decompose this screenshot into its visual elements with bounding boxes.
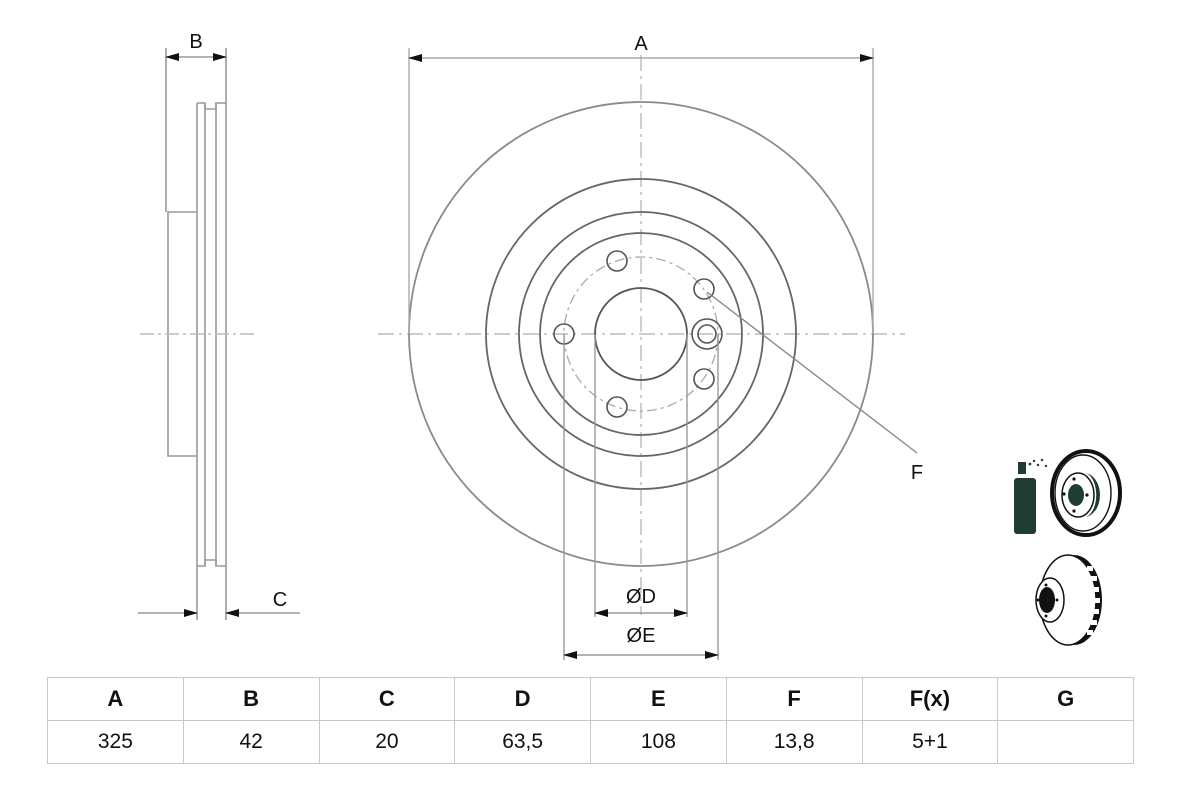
side-view: [140, 48, 255, 620]
value-e: 108: [590, 720, 727, 764]
value-fx: 5+1: [861, 720, 999, 764]
cleaning-spray-disc-icon: [1014, 449, 1122, 537]
bolt-hole: [693, 368, 715, 390]
header-d: D: [454, 677, 591, 721]
front-view: [378, 48, 918, 660]
value-d: 63,5: [454, 720, 591, 764]
vented-disc-icon: [1035, 554, 1102, 646]
spec-header-row: A B C D E F F(x) G: [47, 677, 1134, 721]
label-c: C: [273, 589, 287, 611]
label-e: ØE: [627, 625, 656, 647]
header-e: E: [590, 677, 727, 721]
header-f: F: [725, 677, 863, 721]
value-c: 20: [318, 720, 456, 764]
value-a: 325: [47, 720, 184, 764]
value-g: [997, 720, 1134, 764]
bolt-hole: [606, 250, 628, 272]
locating-hole-inner: [697, 324, 717, 344]
spec-value-row: 325 42 20 63,5 108 13,8 5+1: [47, 720, 1134, 764]
header-b: B: [182, 677, 320, 721]
locating-hole-outer: [691, 318, 723, 350]
label-b: B: [189, 31, 202, 53]
spec-table: A B C D E F F(x) G 325 42 20 63,5 108 13…: [47, 677, 1134, 764]
brake-disc-drawing: B C A: [138, 31, 1122, 660]
value-b: 42: [182, 720, 320, 764]
header-a: A: [47, 677, 184, 721]
bolt-hole: [693, 278, 715, 300]
value-f: 13,8: [725, 720, 863, 764]
header-fx: F(x): [861, 677, 999, 721]
bolt-hole: [606, 396, 628, 418]
label-a: A: [634, 33, 648, 55]
header-c: C: [318, 677, 456, 721]
leader-f: [706, 291, 918, 454]
label-f: F: [911, 462, 923, 484]
label-d: ØD: [626, 586, 656, 608]
header-g: G: [997, 677, 1134, 721]
